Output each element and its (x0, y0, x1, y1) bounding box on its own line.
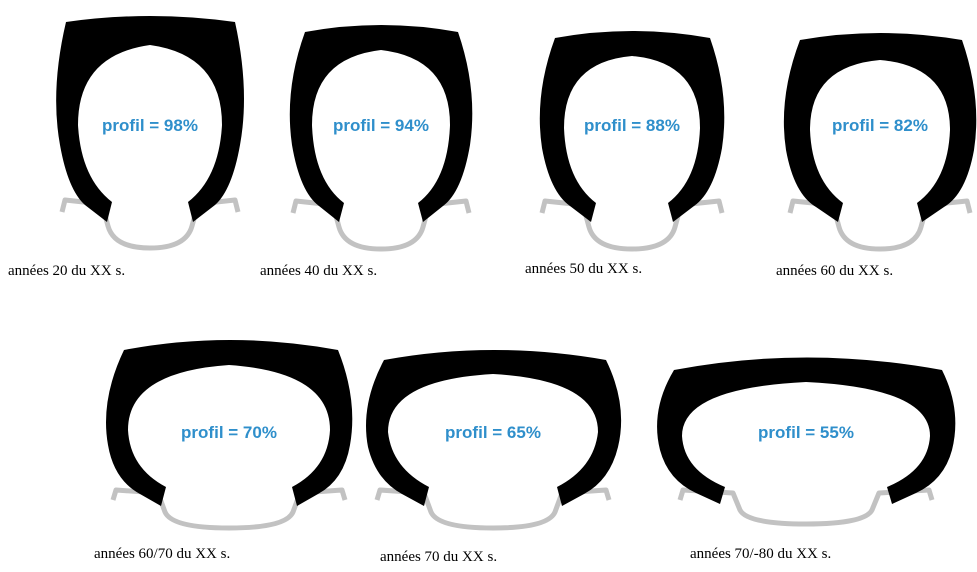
tyre-group-5: profil = 70% (106, 340, 353, 531)
profile-label-3: profil = 88% (584, 116, 680, 135)
tyre-group-3: profil = 88% (539, 31, 725, 252)
rim-7 (677, 487, 935, 527)
rim-5 (110, 487, 348, 531)
tyre-2 (289, 25, 473, 222)
era-label-1: années 20 du XX s. (8, 263, 126, 279)
era-label-3: années 50 du XX s. (525, 261, 643, 277)
rim-4 (787, 198, 973, 252)
profile-label-1: profil = 98% (102, 116, 198, 135)
rim-1 (59, 197, 241, 251)
tyre-group-2: profil = 94% (289, 25, 473, 252)
rim-2 (290, 198, 472, 252)
profile-label-5: profil = 70% (181, 423, 277, 442)
profile-label-7: profil = 55% (758, 423, 854, 442)
tyre-7 (657, 357, 956, 504)
era-label-7: années 70/-80 du XX s. (690, 546, 832, 562)
tyre-group-7: profil = 55% (657, 357, 956, 527)
tyre-group-4: profil = 82% (783, 33, 977, 252)
tyre-5 (106, 340, 353, 506)
tyre-6 (366, 350, 622, 506)
tyre-group-1: profil = 98% (56, 16, 245, 251)
tyre-3 (539, 31, 725, 222)
profile-label-4: profil = 82% (832, 116, 928, 135)
tyre-4 (783, 33, 977, 222)
profile-label-6: profil = 65% (445, 423, 541, 442)
era-label-5: années 60/70 du XX s. (94, 546, 231, 562)
rim-6 (374, 487, 612, 531)
era-label-6: années 70 du XX s. (380, 549, 498, 565)
era-label-2: années 40 du XX s. (260, 263, 378, 279)
tyre-group-6: profil = 65% (366, 350, 622, 531)
profile-label-2: profil = 94% (333, 116, 429, 135)
rim-3 (539, 198, 725, 252)
tyre-1 (56, 16, 245, 222)
era-label-4: années 60 du XX s. (776, 263, 894, 279)
